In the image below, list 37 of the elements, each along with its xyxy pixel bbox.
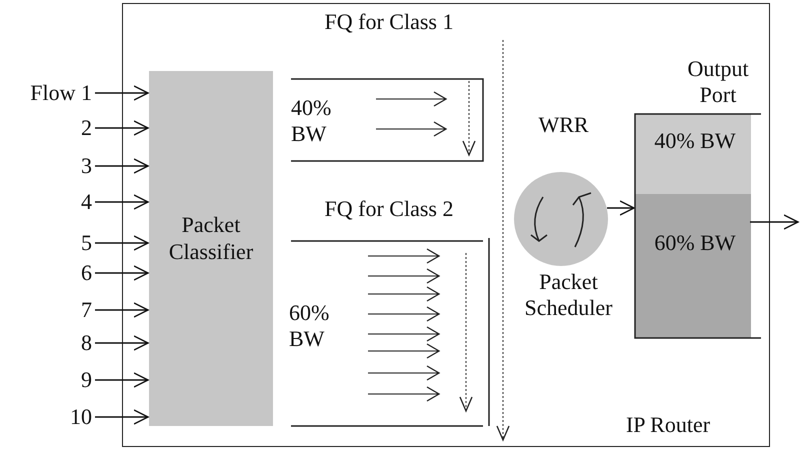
bandwidth-section [635,194,751,338]
arrow [95,409,149,425]
flow-label: 2 [2,114,92,142]
flow-label: 6 [2,259,92,287]
classifier-box [149,71,273,426]
flow-label: 9 [2,366,92,394]
port-heading: Output Port [686,56,750,109]
arrow [95,85,149,101]
classifier-label: Packet Classifier [168,212,254,265]
bandwidth-label: 60% BW [653,230,737,256]
arrow [607,200,635,216]
arrow [95,372,149,388]
queue-heading: FQ for Class 2 [324,196,454,222]
arrow [95,302,149,318]
bandwidth-label: 60% BW [289,300,330,353]
flow-label: 5 [2,229,92,257]
flow-label: 10 [2,403,92,431]
arrow [95,265,149,281]
flow-label: Flow 1 [2,79,92,107]
router-label: IP Router [624,412,712,438]
queue-heading: FQ for Class 1 [324,9,454,36]
bandwidth-label: 40% BW [291,95,332,148]
flow-label: 7 [2,296,92,324]
arrow [95,158,149,174]
arrow [750,214,799,230]
flow-label: 3 [2,152,92,180]
algorithm-label: WRR [537,112,590,138]
bandwidth-label: 40% BW [653,128,737,154]
router-box [122,3,770,447]
arrow [95,235,149,251]
flow-label: 8 [2,329,92,357]
flow-label: 4 [2,188,92,216]
arrow [95,335,149,351]
scheduler-label: Packet Scheduler [524,269,614,322]
bandwidth-section [635,114,751,194]
arrow [95,120,149,136]
arrow [95,194,149,210]
